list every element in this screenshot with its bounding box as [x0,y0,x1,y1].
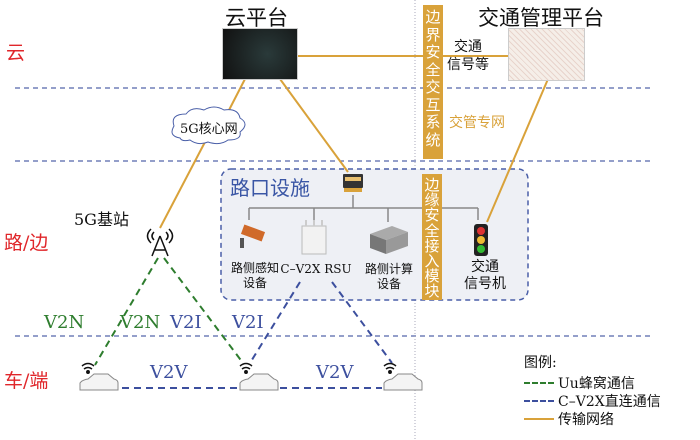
label-line: 设备 [242,276,267,290]
label-line: 路侧感知 [230,261,279,275]
car-1-icon [79,373,119,391]
legend-label: C–V2X直连通信 [558,394,661,410]
layer-label-vehicle: 车/端 [4,370,49,392]
roadside-camera-icon [240,224,266,248]
v2i-link-car2 [249,281,301,364]
label-line: 设备 [376,277,401,291]
label-line: 路侧计算 [364,262,413,276]
rsu-label: C–V2X RSU [280,262,352,277]
v2n-label-2: V2N [120,312,161,333]
router-icon [343,174,363,192]
layer-label-cloud: 云 [6,42,26,64]
legend-item-uu: Uu蜂窝通信 [524,374,661,392]
transport-line-traffic-signal [486,78,549,223]
wifi-icons [81,362,397,374]
v2n-label-1: V2N [44,312,85,333]
legend-label: 传输网络 [558,412,614,428]
legend-item-cv2x: C–V2X直连通信 [524,392,661,410]
transport-line-cloud-core [227,78,246,113]
core-network-label: 5G核心网 [180,122,238,137]
roadside-compute-label: 路侧计算 设备 [356,262,422,292]
label-line: C–V2X RSU [280,262,352,276]
base-station-icon [146,228,174,257]
traffic-light-icon [474,224,488,256]
rsu-icon [301,220,327,255]
intersection-title: 路口设施 [230,176,310,200]
roadside-compute-icon [370,226,408,254]
base-station-label: 5G基站 [74,210,129,229]
transport-line-cloud-router [279,78,349,173]
label-line: 信号等 [447,57,489,73]
traffic-platform-screenshot [508,28,585,81]
legend-label: Uu蜂窝通信 [558,376,635,392]
v2v-label-2: V2V [316,362,354,383]
legend: 图例: Uu蜂窝通信 C–V2X直连通信 传输网络 [524,352,661,428]
legend-swatch [524,400,554,402]
car-3-icon [383,373,423,391]
legend-swatch [524,418,554,420]
car-icons [79,373,423,391]
v2i-label-2: V2I [232,312,264,333]
traffic-private-network-label: 交管专网 [449,115,505,131]
transport-line-core-station [159,141,206,229]
traffic-signal-controller-label: 交通 信号机 [460,259,510,293]
v2i-link-car3 [331,281,393,364]
roadside-sensing-label: 路侧感知 设备 [222,261,288,291]
core-network-cloud-shape [171,106,246,145]
legend-swatch [524,382,554,384]
v2v-label-1: V2V [150,362,188,383]
label-line: 交通 [454,39,482,55]
car-2-icon [239,373,279,391]
traffic-signal-etc-label: 交通 信号等 [447,38,489,74]
label-line: 信号机 [464,276,506,292]
cloud-platform-title: 云平台 [225,6,288,30]
uu-link-car2 [163,257,244,364]
v2i-label-1: V2I [170,312,202,333]
traffic-platform-title: 交通管理平台 [478,6,604,30]
edge-security-access-module-bar: 边缘安全接入模块 [422,174,442,300]
layer-label-road-edge: 路/边 [4,232,49,254]
uu-link-car1 [94,257,159,366]
legend-title: 图例: [524,355,557,371]
boundary-security-system-bar: 边界安全交互系统 [423,5,443,159]
cloud-platform-screenshot [222,28,298,80]
legend-item-transport: 传输网络 [524,410,661,428]
label-line: 交通 [471,259,499,275]
